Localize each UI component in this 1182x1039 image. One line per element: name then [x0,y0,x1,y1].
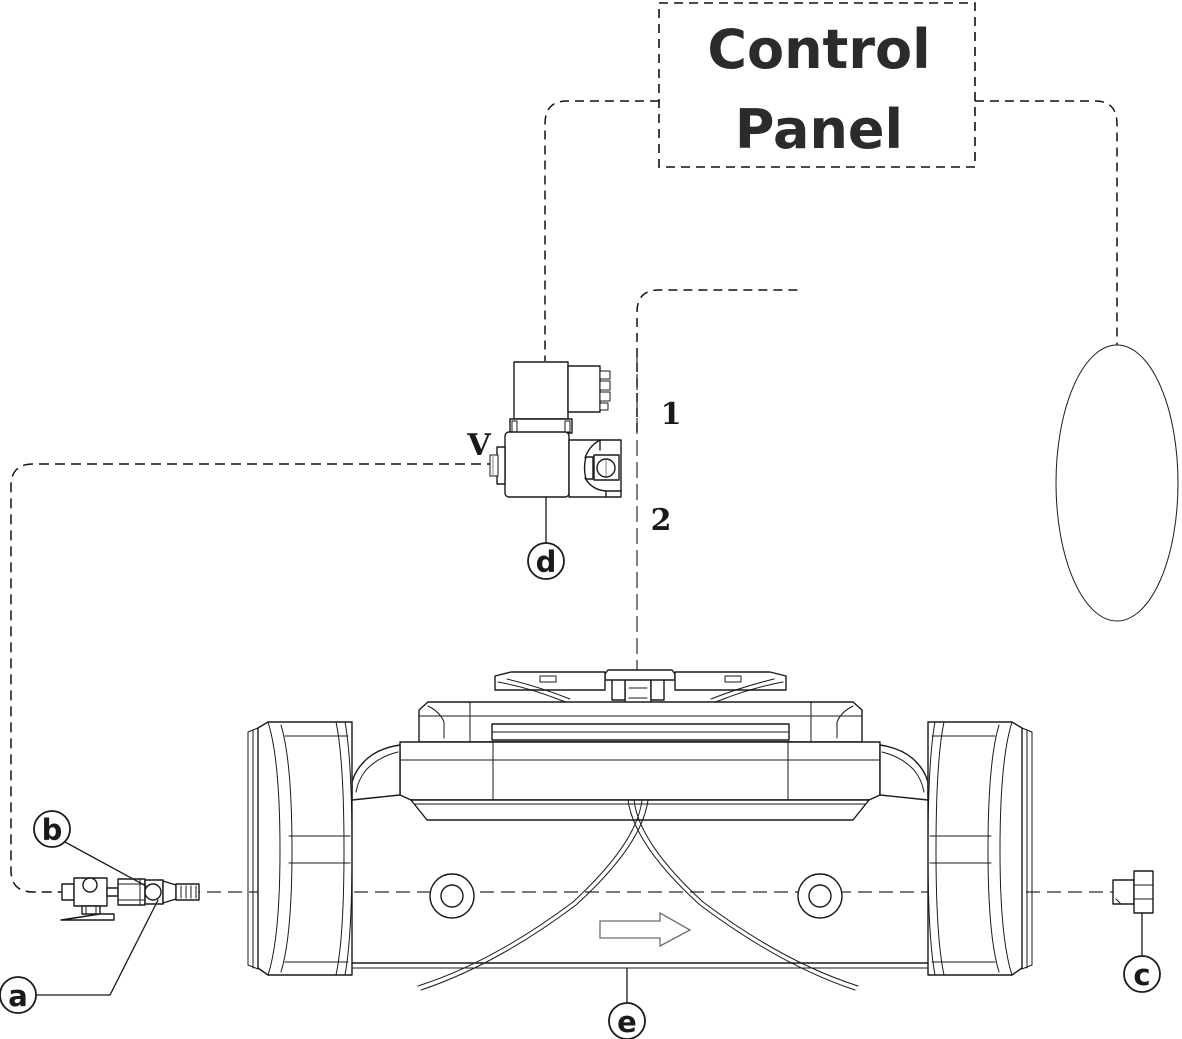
control-panel-title-line2: Panel [735,98,903,161]
housing-bowl-body [399,741,881,801]
callout-bubble-b [33,810,71,848]
fitting-hex-body [117,878,146,906]
end-cap-right-rim-bot [1021,964,1033,970]
end-cap-right-curve-b [987,724,1000,973]
din-pin-4 [599,402,609,411]
cable-panel-to-solenoid [544,100,659,361]
valve-body [504,431,570,498]
solenoid-valve-assembly: V 1 2 [466,361,682,544]
housing-bolt-right-inner [808,884,832,908]
ball-valve-handle-lever [60,913,115,921]
flow-direction-arrow [599,911,692,948]
plug-shank-mark [1115,898,1121,904]
end-cap-right-body [927,721,1023,976]
lid-tab-right [724,675,742,683]
callout-letter-c: c [1133,958,1150,992]
fitting-nut-bore [144,883,162,901]
end-cap-left-curve-a [267,721,281,976]
end-cap-left-curve-b [280,724,293,973]
end-cap-left-curve-d [335,721,345,976]
din-pin-2 [599,380,611,391]
shoulder-corner-right [836,705,854,739]
valve-to-fitting-nipple [106,887,119,897]
end-cap-right-rim-top [1021,727,1033,733]
element-curve-c [633,799,859,987]
control-panel-group: Control Panel [658,2,976,168]
valve-port-chamfer-top [584,439,601,459]
end-cap-left-rim-top [247,727,259,733]
callout-bubble-d [527,542,565,580]
valve-port-2-label: 2 [651,503,672,538]
end-cap-left-body [257,721,353,976]
drain-plug-hex-nut [1133,870,1154,914]
callout-letter-b: b [42,813,63,847]
lid-tab-left [539,675,557,683]
control-panel-box [658,2,976,168]
fitting-threaded-tail [175,883,200,901]
solenoid-coil-body [513,361,569,420]
cable-port1-branch [636,289,800,432]
element-curve-b [420,799,649,991]
end-cap-right-curve-a [999,721,1013,976]
control-panel-title-line1: Control [707,18,930,81]
leader-line-a [34,899,159,996]
end-cap-right [927,721,1033,976]
coil-base-tab-left [511,420,518,433]
valve-left-port-face [489,454,499,477]
end-cap-right-curve-c [927,721,936,976]
element-curve-d [417,799,643,987]
drain-plug-shank [1112,879,1135,905]
coil-base-plate [509,418,573,434]
end-cap-left [247,721,353,976]
shoulder-corner-left [427,705,445,739]
din-pin-1 [599,370,611,380]
coiled-cable-loop [1055,344,1179,622]
end-cap-left-rim-bot [247,964,259,970]
valve-port-boss [583,456,594,480]
neck-left-curve [355,751,399,793]
fitting-taper-adapter [162,880,177,904]
leader-line-b [64,841,147,887]
lid-curve-left-2 [506,678,571,700]
end-cap-left-curve-c [344,721,353,976]
din-pin-3 [599,391,611,402]
ball-valve-stem-top [82,877,98,893]
coil-base-tab-right [564,420,571,433]
ball-valve-inlet-stub [61,883,75,901]
tube-valve-to-ball-valve [10,463,497,893]
callout-bubble-c [1123,955,1161,993]
ball-valve-assembly [60,877,200,921]
valve-port-1-label: 1 [661,397,682,432]
ball-valve-handle-bracket [81,905,101,915]
valve-left-port-stub [496,446,506,485]
end-cap-right-curve-d [935,721,945,976]
callout-bubble-a [0,976,37,1014]
lid-curve-right-2 [710,678,775,700]
callout-bubble-e [608,1002,646,1039]
callout-letter-a: a [8,979,28,1013]
housing-lid-cap [604,669,676,681]
filter-housing-assembly [299,669,941,991]
drain-plug-assembly [1112,870,1154,914]
element-curve-a [627,799,856,991]
valve-label-v: V [466,428,491,463]
din-connector-block [567,365,601,413]
callout-letter-d: d [536,545,557,579]
neck-right-curve [881,751,925,793]
housing-bolt-left-inner [440,884,464,908]
cable-panel-to-coil-loop [975,100,1118,345]
callout-letter-e: e [617,1005,637,1039]
